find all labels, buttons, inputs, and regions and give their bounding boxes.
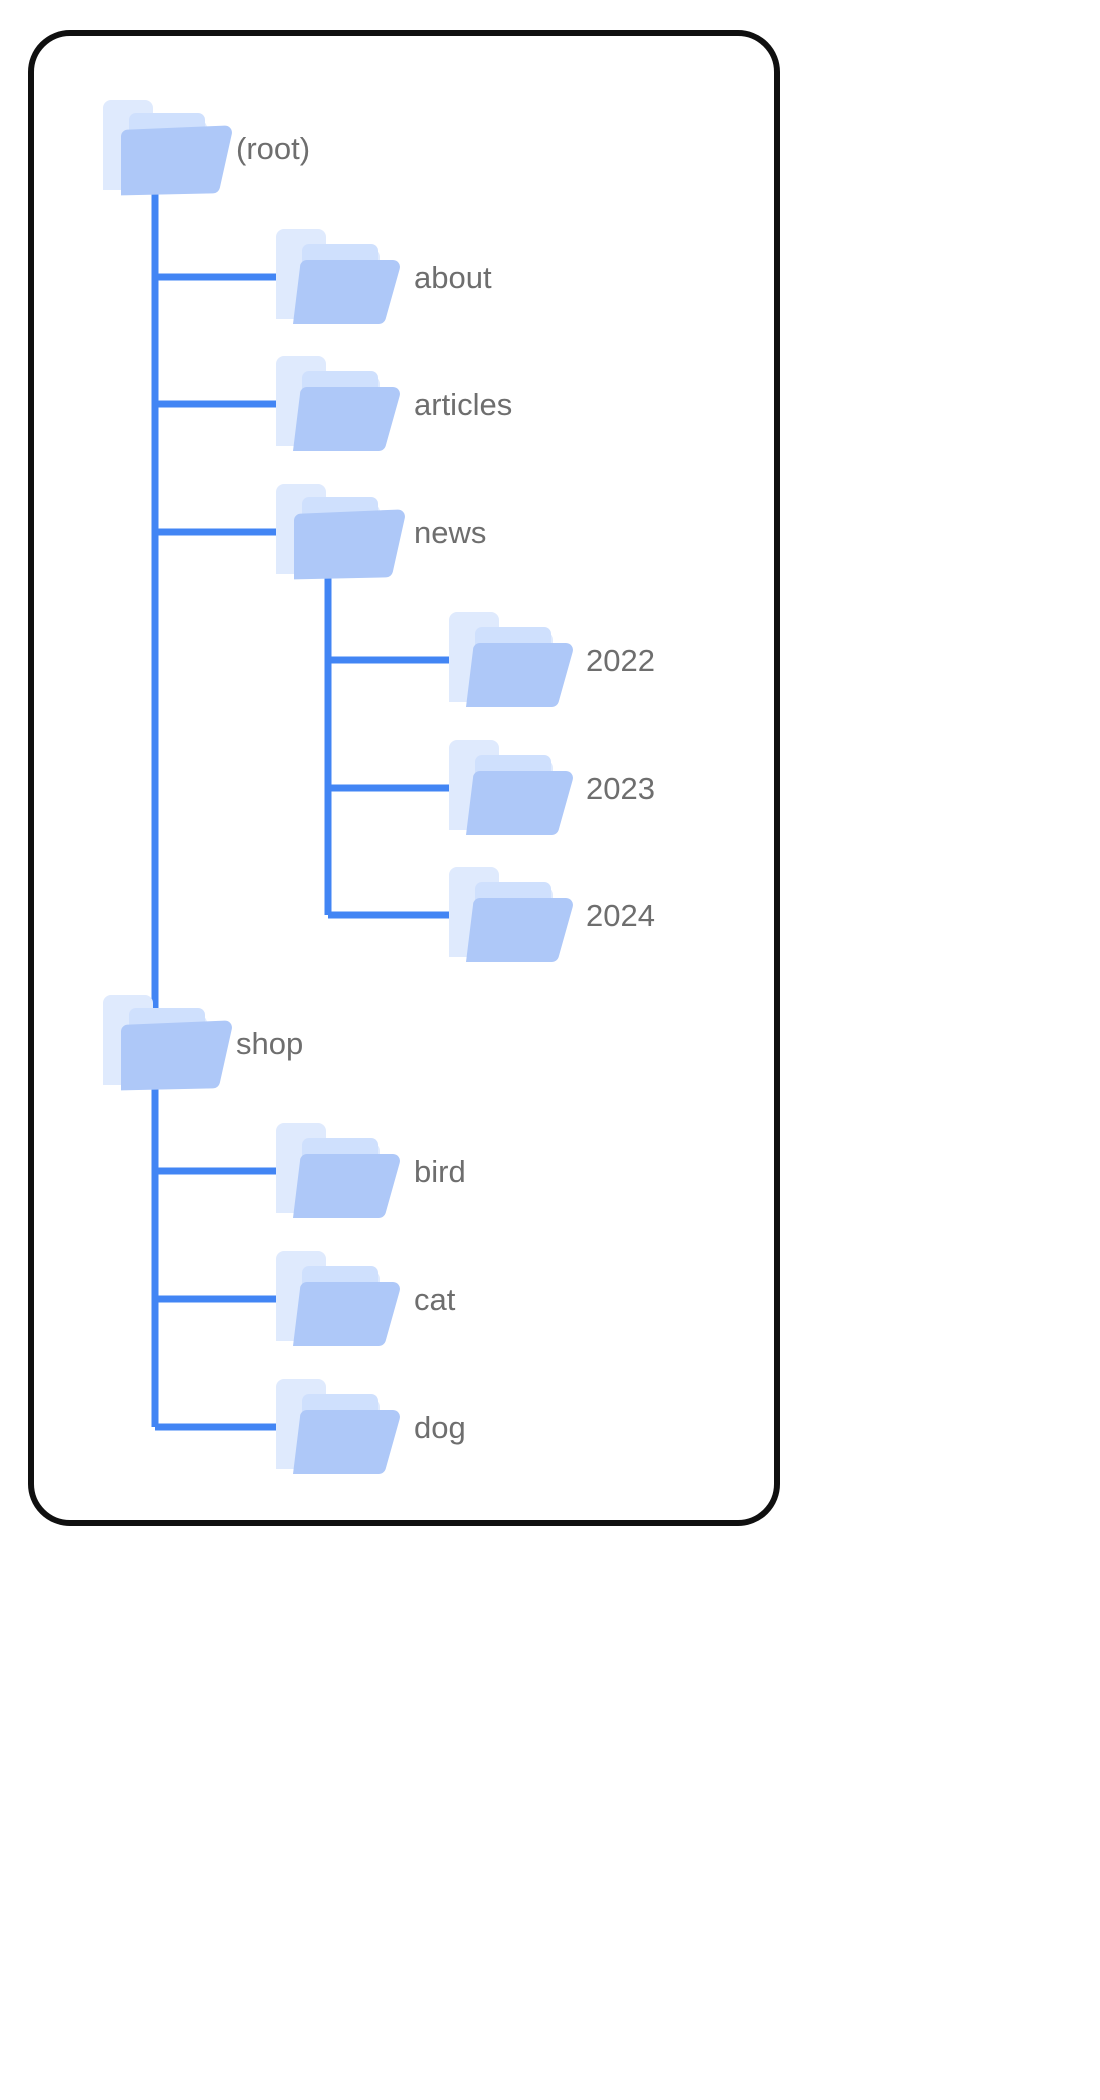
node-label-news[interactable]: news: [414, 515, 487, 550]
node-label-2023[interactable]: 2023: [586, 771, 655, 806]
folder-icon-cat[interactable]: [276, 1251, 400, 1346]
node-label-2024[interactable]: 2024: [586, 898, 655, 933]
folder-icon-bird[interactable]: [276, 1123, 400, 1218]
folder-icon-root[interactable]: [103, 100, 232, 196]
node-label-2022[interactable]: 2022: [586, 643, 655, 678]
node-label-dog[interactable]: dog: [414, 1410, 466, 1445]
folder-icon-2024[interactable]: [449, 867, 573, 962]
folder-icon-dog[interactable]: [276, 1379, 400, 1474]
folder-icon-2022[interactable]: [449, 612, 573, 707]
node-label-shop[interactable]: shop: [236, 1026, 304, 1061]
node-label-bird[interactable]: bird: [414, 1154, 466, 1189]
node-label-articles[interactable]: articles: [414, 387, 513, 422]
folder-icon-2023[interactable]: [449, 740, 573, 835]
folder-icon-about[interactable]: [276, 229, 400, 324]
node-label-about[interactable]: about: [414, 260, 492, 295]
folder-icon-shop[interactable]: [103, 995, 232, 1091]
node-label-cat[interactable]: cat: [414, 1282, 456, 1317]
node-label-root[interactable]: (root): [236, 131, 311, 166]
folder-icon-news[interactable]: [276, 484, 405, 580]
folder-icon-articles[interactable]: [276, 356, 400, 451]
